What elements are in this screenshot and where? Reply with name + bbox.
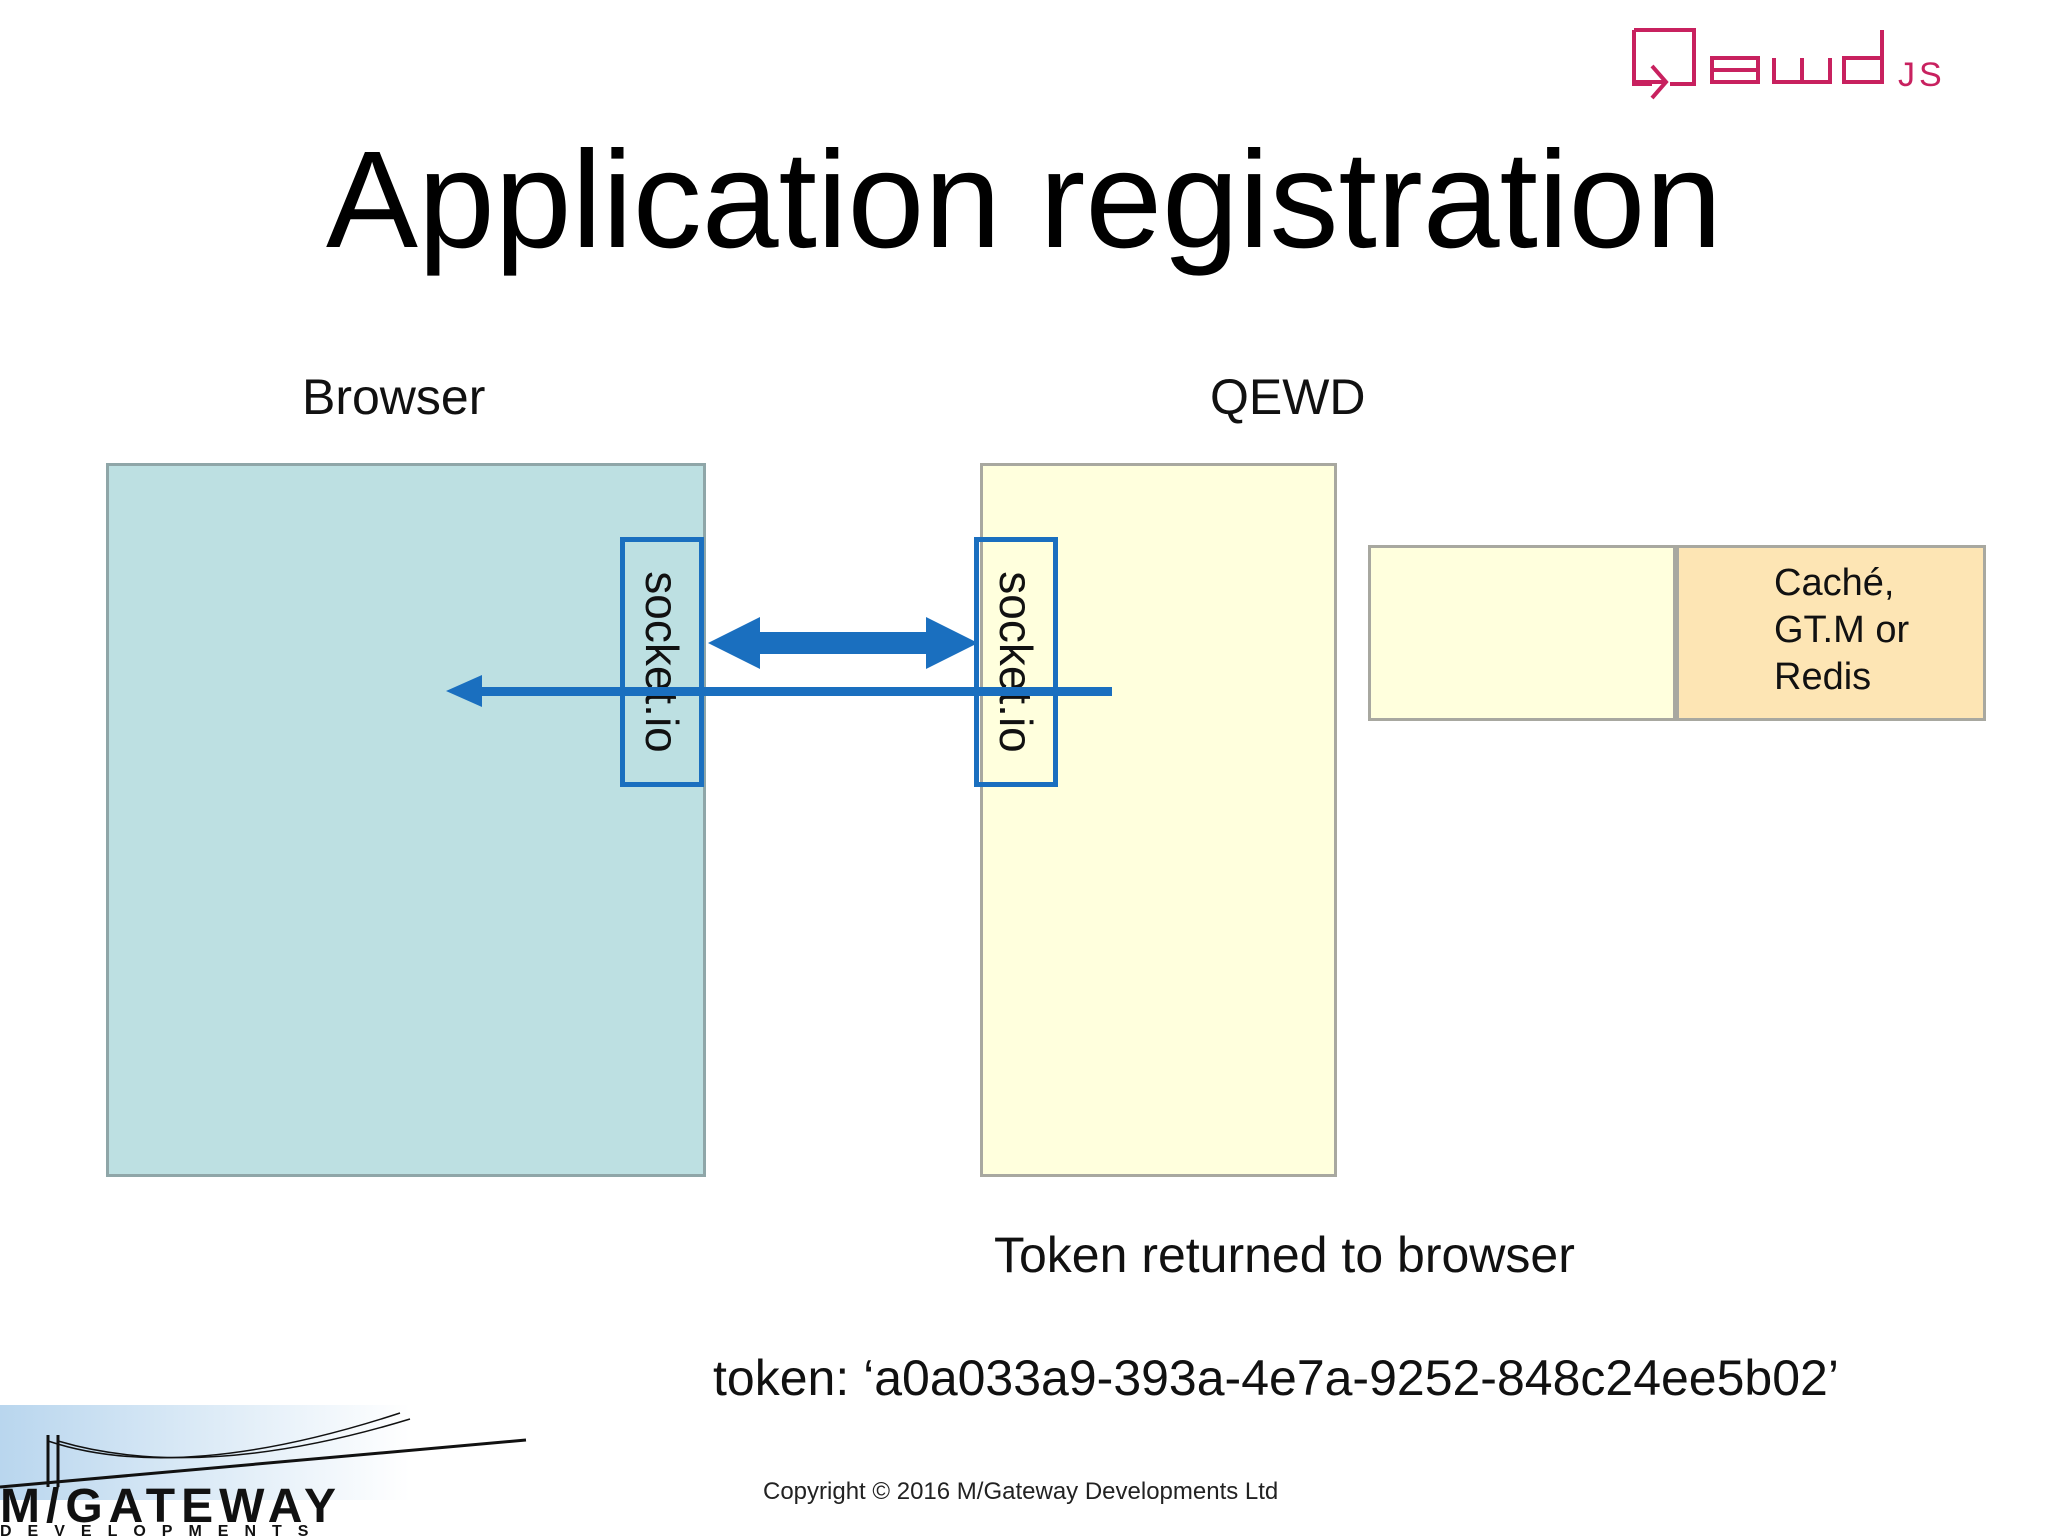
socket-io-label-qewd: socket.io: [990, 571, 1042, 753]
company-logo-name: M/GATEWAY: [0, 1480, 342, 1533]
company-logo-subtitle: DEVELOPMENTS: [0, 1523, 324, 1536]
browser-label: Browser: [302, 369, 486, 425]
company-logo: M/GATEWAY DEVELOPMENTS: [0, 1405, 527, 1536]
socket-io-label-browser: socket.io: [636, 571, 688, 753]
double-headed-arrow-icon: [708, 617, 978, 669]
page-title: Application registration: [325, 123, 1723, 277]
database-line-2: GT.M or: [1774, 609, 1910, 651]
socket-io-box-qewd: socket.io: [974, 537, 1058, 787]
token-line: token: ‘a0a033a9-393a-4e7a-9252-848c24ee…: [713, 1350, 1839, 1406]
database-box: Caché, GT.M or Redis: [1676, 545, 1986, 721]
qewd-label: QEWD: [1210, 369, 1366, 425]
qewd-panel: [980, 463, 1337, 1177]
database-line-1: Caché,: [1774, 562, 1895, 604]
copyright: Copyright © 2016 M/Gateway Developments …: [763, 1478, 1279, 1505]
worker-box: [1368, 545, 1676, 721]
qewd-logo: JS: [1632, 28, 1946, 100]
socket-io-box-browser: socket.io: [620, 537, 704, 787]
svg-text:JS: JS: [1898, 56, 1946, 94]
database-line-3: Redis: [1774, 656, 1872, 698]
caption: Token returned to browser: [994, 1227, 1575, 1283]
browser-panel: [106, 463, 706, 1177]
